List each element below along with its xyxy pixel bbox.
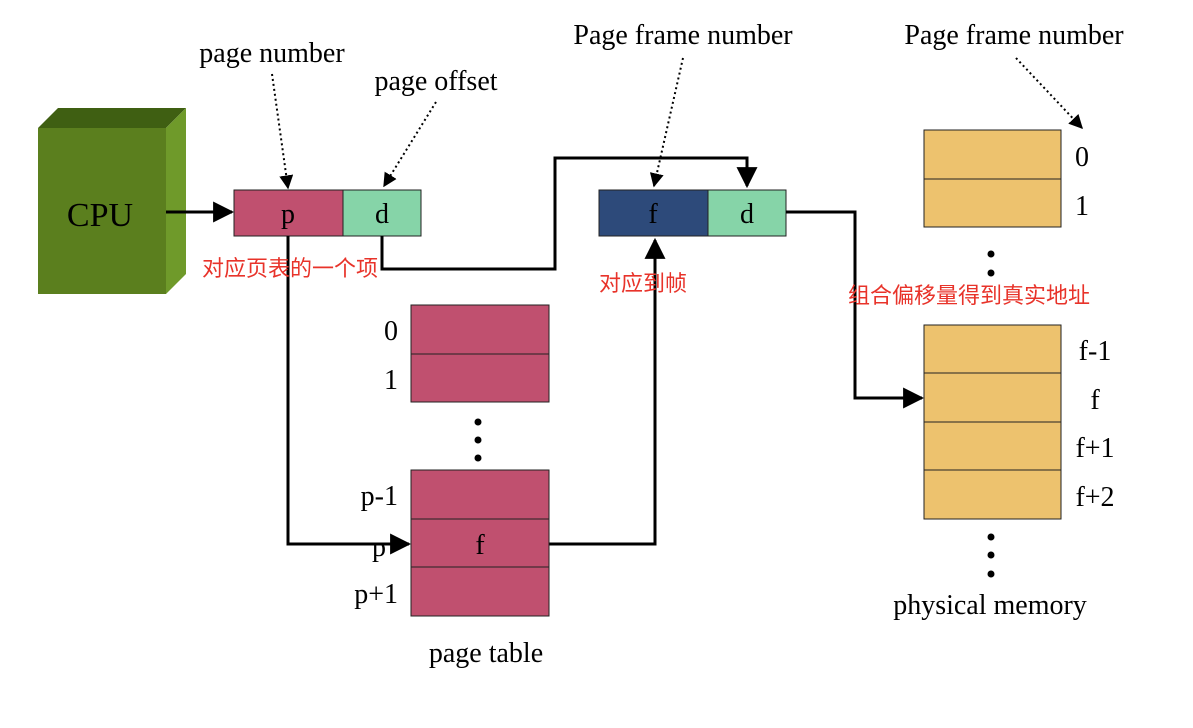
physical-memory-label: physical memory [893,590,1087,621]
page-table-index-p-minus-1: p-1 [361,481,398,512]
page-frame-number-label-2: Page frame number [904,20,1124,51]
page-table-label: page table [429,638,543,669]
page-table-row-p [410,518,550,568]
memory-frame-f-minus-1 [923,324,1062,374]
page-table-ellipsis-dot [474,454,482,462]
memory-access-arrow [786,210,925,409]
page-offset-label: page offset [374,66,497,97]
page-table-index-0: 0 [384,316,398,347]
page-lookup-arrow [286,236,412,555]
page-number-pointer [271,73,294,190]
memory-index-f-minus-1: f-1 [1079,336,1112,367]
memory-frame-f-plus-1 [923,421,1062,471]
memory-index-1: 1 [1075,191,1089,222]
page-frame-number-label-1: Page frame number [573,20,793,51]
annotation-page-table-entry: 对应页表的一个项 [202,257,378,282]
page-table-index-p: p [372,532,386,563]
page-table-row-p-minus-1 [410,469,550,520]
cpu-top-face [38,108,186,128]
cpu-block: CPU [38,108,186,294]
physical-offset-cell [707,189,787,237]
offset-copy-arrow [380,156,758,271]
frame-number-pointer-1 [649,57,684,188]
page-table-index-1: 1 [384,365,398,396]
memory-frame-f [923,372,1062,423]
cpu-front-face [38,128,166,294]
memory-ellipsis-dot [987,551,995,559]
memory-ellipsis-dot [987,533,995,541]
logical-address: p d [233,189,422,237]
page-table-row-p-plus-1 [410,566,550,617]
page-table-ellipsis-dot [474,436,482,444]
page-table-row-0 [410,304,550,355]
memory-frame-0 [923,129,1062,180]
annotation-map-to-frame: 对应到帧 [599,272,687,297]
memory-index-0: 0 [1075,142,1089,173]
memory-ellipsis-dot [987,269,995,277]
memory-index-f-plus-2: f+2 [1075,482,1114,513]
physical-address: f d [598,189,787,237]
annotation-combine-offset: 组合偏移量得到真实地址 [848,284,1090,309]
logical-page-label: p [281,199,295,230]
page-number-label: page number [199,38,345,69]
page-offset-pointer [383,101,437,188]
frame-number-pointer-2 [1015,57,1083,130]
physical-offset-label: d [740,199,754,230]
memory-ellipsis-dot [987,570,995,578]
page-table-row-1 [410,353,550,403]
page-table: 0 1 f p-1 p p+1 page table [354,304,550,669]
cpu-side-face [166,108,186,294]
logical-page-cell [233,189,344,237]
memory-frame-1 [923,178,1062,228]
memory-index-f-plus-1: f+1 [1075,433,1114,464]
logical-offset-label: d [375,199,389,230]
memory-index-f: f [1090,385,1100,416]
cpu-label: CPU [67,197,133,234]
physical-memory: 0 1 f-1 f f+1 f+2 physical memory [893,129,1115,621]
frame-output-arrow [549,237,666,546]
physical-frame-cell [598,189,709,237]
physical-frame-label: f [648,199,658,230]
memory-ellipsis-dot [987,250,995,258]
page-table-ellipsis-dot [474,418,482,426]
memory-frame-f-plus-2 [923,469,1062,520]
page-table-index-p-plus-1: p+1 [354,579,398,610]
page-table-entry-value: f [475,530,485,561]
